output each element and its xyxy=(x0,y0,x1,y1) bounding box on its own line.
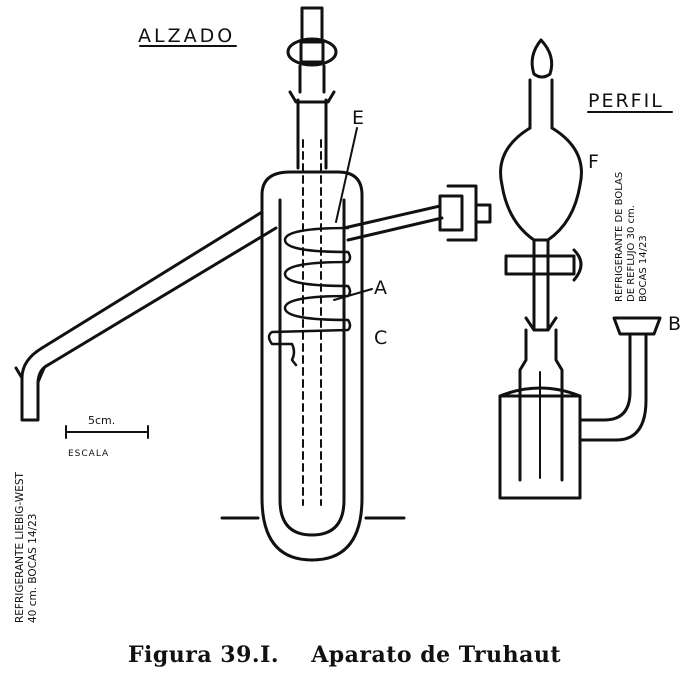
profile-arm xyxy=(578,334,648,442)
liebig-tip xyxy=(14,366,46,384)
profile-stopper xyxy=(530,38,554,79)
profile-vessel xyxy=(498,394,582,500)
scale-label: ESCALA xyxy=(68,449,109,459)
side-flange-nub xyxy=(474,203,492,224)
profile-stem xyxy=(532,238,550,332)
liebig-bend xyxy=(20,346,50,422)
figure-caption: Figura 39.I. Aparato de Truhaut xyxy=(0,642,689,668)
profile-inner-tubes xyxy=(518,328,564,482)
top-joint xyxy=(288,90,336,104)
outer-jacket xyxy=(260,170,364,562)
profile-vessel-cut xyxy=(498,386,582,398)
inner-tube xyxy=(278,198,346,537)
top-neck xyxy=(296,98,328,170)
profile-arm-joint xyxy=(612,316,662,336)
label-c: C xyxy=(374,327,387,349)
profile-joint xyxy=(524,316,558,332)
caption-title: Aparato de Truhaut xyxy=(311,642,562,668)
liebig-arm xyxy=(40,210,278,367)
caption-number: Figura 39.I. xyxy=(127,642,280,668)
bolas-note-line2: DE REFLUJO 30 cm. xyxy=(626,205,637,302)
perfil-title: PERFIL xyxy=(588,90,664,112)
liebig-note-line1: REFRIGERANTE LIEBIG-WEST xyxy=(14,472,26,623)
top-stopcock xyxy=(286,37,338,67)
bolas-note-line3: BOCAS 14/23 xyxy=(638,235,649,302)
scale-bar xyxy=(65,425,149,439)
side-flange-ring xyxy=(446,184,478,242)
side-arm xyxy=(342,204,444,242)
label-e: E xyxy=(352,107,364,129)
alzado-title: ALZADO xyxy=(138,25,235,47)
liebig-note-line2: 40 cm. BOCAS 14/23 xyxy=(27,514,39,623)
bolas-note-line1: REFRIGERANTE DE BOLAS xyxy=(614,172,625,302)
side-flange xyxy=(438,194,464,232)
top-stopcock-stem xyxy=(298,64,326,94)
label-a: A xyxy=(374,277,387,299)
leader-e xyxy=(335,127,358,223)
leader-a xyxy=(333,288,373,301)
label-b: B xyxy=(668,313,681,335)
profile-stopcock-handle xyxy=(572,248,583,282)
label-f: F xyxy=(588,151,599,173)
coil xyxy=(267,226,352,367)
profile-bulb xyxy=(499,126,583,242)
scale-length: 5cm. xyxy=(88,414,115,427)
profile-stopcock xyxy=(504,254,576,276)
top-stopcock-key xyxy=(299,40,325,64)
profile-neck xyxy=(528,78,554,130)
top-tube xyxy=(300,6,324,44)
